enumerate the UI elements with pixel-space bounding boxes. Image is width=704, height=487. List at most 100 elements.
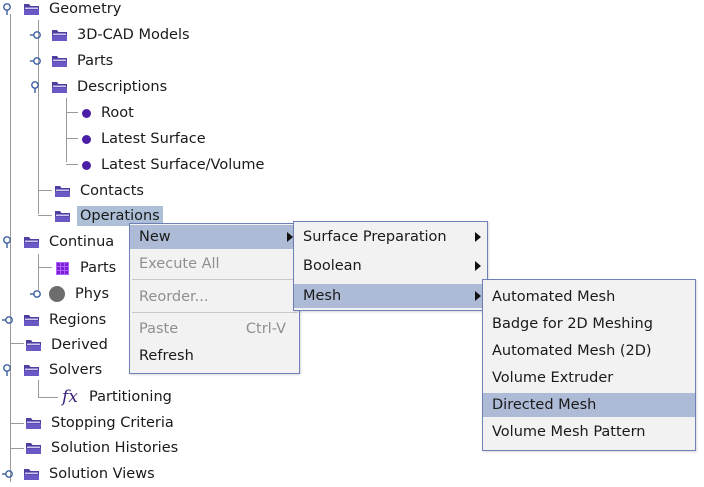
tree-node-latest-surface[interactable]: Latest Surface xyxy=(80,128,209,150)
collapsed-toggle-icon[interactable] xyxy=(30,29,42,41)
menu-item-automated-mesh-2d[interactable]: Automated Mesh (2D) xyxy=(483,339,695,363)
menu-item-label: Volume Extruder xyxy=(492,370,614,386)
tree-node-operations[interactable]: Operations xyxy=(53,205,163,227)
tree-node-solvers[interactable]: Solvers xyxy=(2,359,105,381)
menu-item-label: Automated Mesh (2D) xyxy=(492,343,652,359)
description-dot-icon xyxy=(80,157,92,173)
tree-node-stopping-criteria[interactable]: Stopping Criteria xyxy=(24,412,177,434)
menu-item-label: Automated Mesh xyxy=(492,289,616,305)
folder-icon xyxy=(22,466,40,482)
menu-separator xyxy=(132,312,297,313)
tree-node-label: Latest Surface xyxy=(101,131,206,147)
submenu-arrow-icon xyxy=(287,232,293,242)
expanded-toggle-icon[interactable] xyxy=(30,81,42,93)
folder-icon xyxy=(53,183,71,199)
tree-node-label: Geometry xyxy=(49,1,122,17)
tree-node-label: Phys xyxy=(75,286,110,302)
tree-node-label: Solution Histories xyxy=(51,440,179,456)
description-dot-icon xyxy=(80,105,92,121)
tree-node-label: Partitioning xyxy=(89,389,172,405)
context-menu: New Execute All Reorder... Paste Ctrl-V … xyxy=(129,223,300,374)
expanded-toggle-icon[interactable] xyxy=(2,364,14,376)
menu-item-label: Reorder... xyxy=(139,289,209,305)
function-fx-icon: fx xyxy=(62,387,78,407)
shortcut-label: Ctrl-V xyxy=(245,321,286,337)
menu-item-label: Execute All xyxy=(139,256,220,272)
tree-node-label: Parts xyxy=(77,53,114,69)
collapsed-toggle-icon[interactable] xyxy=(2,468,14,480)
menu-item-badge-2d-meshing[interactable]: Badge for 2D Meshing xyxy=(483,312,695,336)
tree-node-label: Contacts xyxy=(80,183,144,199)
tree-node-label: Descriptions xyxy=(77,79,168,95)
folder-icon xyxy=(53,208,71,224)
collapsed-toggle-icon[interactable] xyxy=(30,55,42,67)
tree-node-label-selected: Operations xyxy=(77,206,163,226)
menu-item-label: Badge for 2D Meshing xyxy=(492,316,653,332)
menu-item-volume-mesh-pattern[interactable]: Volume Mesh Pattern xyxy=(483,420,695,444)
tree-node-regions[interactable]: Regions xyxy=(2,309,109,331)
menu-item-automated-mesh[interactable]: Automated Mesh xyxy=(483,285,695,309)
tree-node-3d-cad-models[interactable]: 3D-CAD Models xyxy=(30,24,193,46)
menu-item-label: Directed Mesh xyxy=(492,397,597,413)
tree-node-continua[interactable]: Continua xyxy=(2,231,117,253)
menu-item-execute-all[interactable]: Execute All xyxy=(130,252,299,276)
menu-item-new[interactable]: New xyxy=(130,225,299,249)
menu-item-surface-preparation[interactable]: Surface Preparation xyxy=(294,225,487,249)
folder-icon xyxy=(22,1,40,17)
tree-node-contacts[interactable]: Contacts xyxy=(53,180,147,202)
menu-item-label: Refresh xyxy=(139,348,194,364)
menu-item-directed-mesh[interactable]: Directed Mesh xyxy=(483,393,695,417)
description-dot-icon xyxy=(80,131,92,147)
tree-node-solution-histories[interactable]: Solution Histories xyxy=(24,437,181,459)
folder-icon xyxy=(24,337,42,353)
menu-item-label: New xyxy=(139,229,171,245)
menu-item-label: Surface Preparation xyxy=(303,229,447,245)
mesh-grid-icon xyxy=(53,260,71,276)
submenu-arrow-icon xyxy=(475,261,481,271)
folder-icon xyxy=(22,362,40,378)
expanded-toggle-icon[interactable] xyxy=(2,3,14,15)
tree-node-latest-surface-volume[interactable]: Latest Surface/Volume xyxy=(80,154,267,176)
folder-icon xyxy=(22,312,40,328)
menu-item-reorder[interactable]: Reorder... xyxy=(130,285,299,309)
tree-node-label: Solution Views xyxy=(49,466,155,482)
tree-node-label: Parts xyxy=(80,260,117,276)
collapsed-toggle-icon[interactable] xyxy=(2,314,14,326)
menu-item-label: Paste xyxy=(139,321,179,337)
menu-item-label: Boolean xyxy=(303,258,362,274)
mesh-submenu: Automated Mesh Badge for 2D Meshing Auto… xyxy=(482,279,696,451)
folder-icon xyxy=(50,27,68,43)
tree-node-label: Latest Surface/Volume xyxy=(101,157,265,173)
tree-node-physics[interactable]: Phys xyxy=(30,283,112,305)
submenu-arrow-icon xyxy=(475,232,481,242)
menu-item-volume-extruder[interactable]: Volume Extruder xyxy=(483,366,695,390)
tree-node-label: Regions xyxy=(49,312,107,328)
folder-icon xyxy=(50,79,68,95)
menu-item-label: Mesh xyxy=(303,288,342,304)
expanded-toggle-icon[interactable] xyxy=(2,236,14,248)
menu-item-mesh[interactable]: Mesh xyxy=(294,284,487,308)
tree-node-label: Stopping Criteria xyxy=(51,415,174,431)
tree-node-derived[interactable]: Derived xyxy=(24,334,111,356)
new-submenu: Surface Preparation Boolean Mesh xyxy=(293,221,488,311)
tree-node-geometry[interactable]: Geometry xyxy=(2,0,124,20)
tree-node-solution-views[interactable]: Solution Views xyxy=(2,463,158,485)
tree-node-label: Solvers xyxy=(49,362,103,378)
tree-node-label: 3D-CAD Models xyxy=(77,27,190,43)
tree-node-root[interactable]: Root xyxy=(80,102,137,124)
menu-item-boolean[interactable]: Boolean xyxy=(294,254,487,278)
folder-icon xyxy=(50,53,68,69)
menu-item-label: Volume Mesh Pattern xyxy=(492,424,646,440)
tree-node-continua-parts[interactable]: Parts xyxy=(53,257,119,279)
tree-node-partitioning[interactable]: fx Partitioning xyxy=(60,386,175,408)
collapsed-toggle-icon[interactable] xyxy=(30,288,42,300)
menu-item-refresh[interactable]: Refresh xyxy=(130,344,299,368)
menu-separator xyxy=(132,279,297,280)
submenu-arrow-icon xyxy=(475,291,481,301)
folder-icon xyxy=(24,440,42,456)
tree-node-parts[interactable]: Parts xyxy=(30,50,116,72)
physics-sphere-icon xyxy=(48,286,66,302)
tree-node-label: Root xyxy=(101,105,134,121)
menu-item-paste[interactable]: Paste Ctrl-V xyxy=(130,317,299,341)
tree-node-descriptions[interactable]: Descriptions xyxy=(30,76,170,98)
